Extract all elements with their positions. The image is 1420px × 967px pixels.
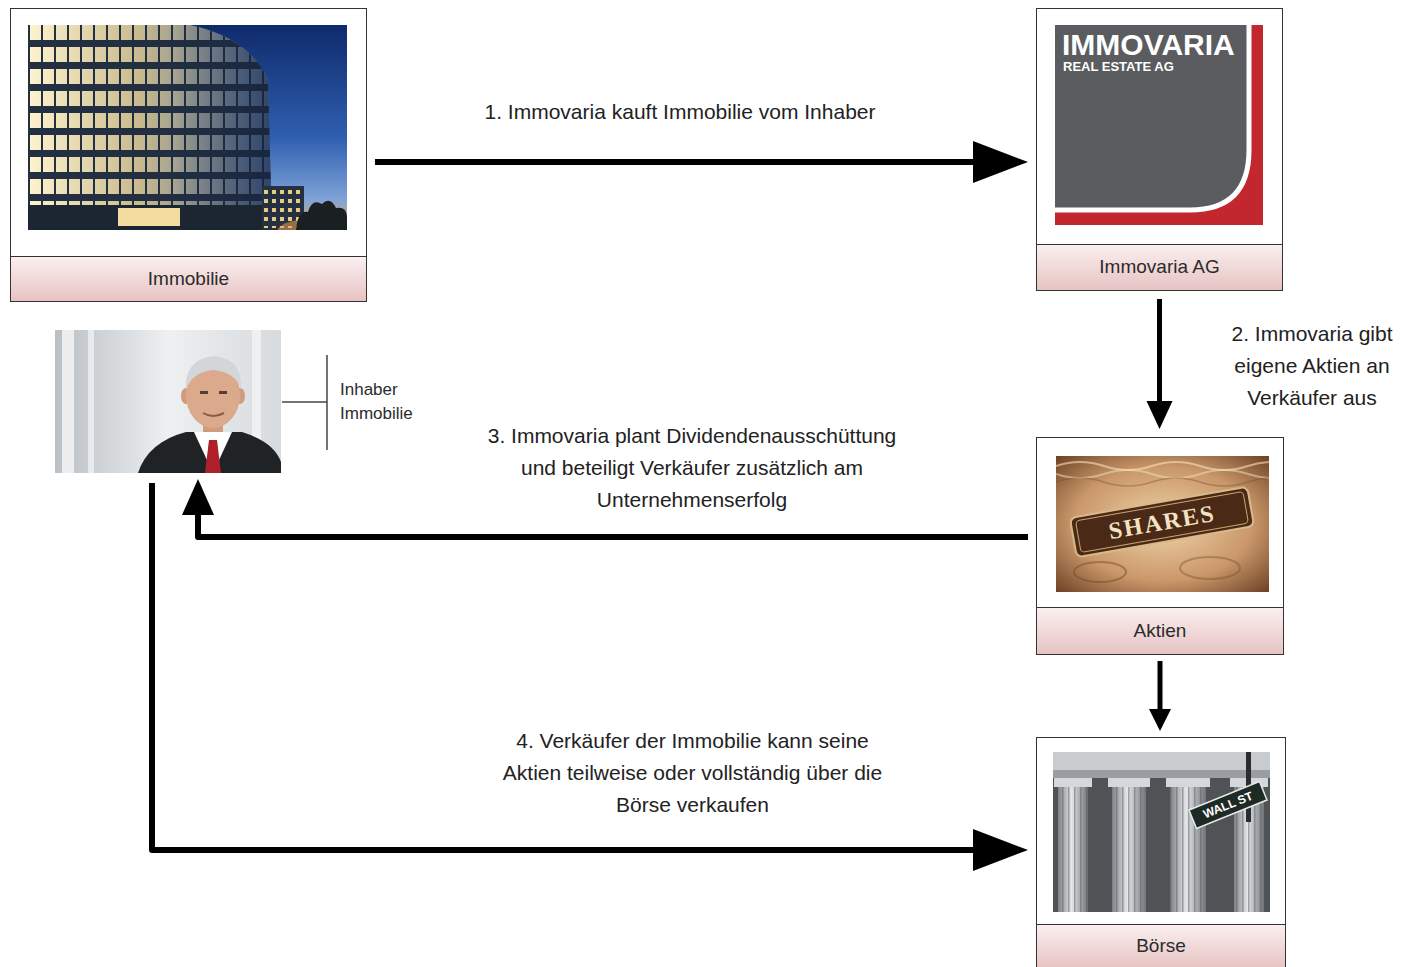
logo-subline: REAL ESTATE AG bbox=[1063, 59, 1213, 75]
street-sign bbox=[1189, 781, 1267, 828]
arrowhead bbox=[973, 141, 1028, 183]
ornament bbox=[1074, 562, 1126, 582]
shadow bbox=[1053, 752, 1270, 912]
person-caption: Inhaber Immobilie bbox=[340, 378, 440, 426]
eye bbox=[200, 391, 208, 394]
flow-arrow bbox=[152, 483, 1028, 871]
connector-line bbox=[1157, 299, 1162, 407]
step-label: 1. Immovaria kauft Immobilie vom Inhaber bbox=[430, 96, 930, 128]
logo-red bbox=[1055, 25, 1263, 225]
certificate-title: SHARES bbox=[1077, 493, 1248, 552]
capital bbox=[1108, 778, 1150, 787]
tie bbox=[205, 440, 221, 473]
label-band: Aktien bbox=[1037, 607, 1283, 654]
mouth bbox=[203, 413, 224, 416]
column-flutes bbox=[1058, 786, 1088, 912]
glass-floors bbox=[28, 25, 272, 230]
step-label: 3. Immovaria plant Dividendenausschüttun… bbox=[477, 420, 907, 516]
guilloche bbox=[1056, 478, 1269, 486]
connector-line bbox=[198, 508, 1028, 537]
building-photo bbox=[28, 25, 347, 230]
photo-background bbox=[55, 330, 281, 473]
flow-arrow bbox=[1147, 299, 1173, 429]
architrave bbox=[1053, 770, 1270, 778]
sign-plate bbox=[1189, 781, 1267, 828]
node-label: Börse bbox=[1136, 935, 1186, 958]
suit bbox=[138, 432, 281, 473]
person-node: Inhaber Immobilie bbox=[55, 330, 281, 473]
sky bbox=[28, 25, 347, 230]
node-label: Immobilie bbox=[148, 268, 229, 291]
arrowhead bbox=[973, 829, 1028, 871]
image-box: Aktien bbox=[1036, 437, 1284, 655]
street-sign-text: WALL ST bbox=[1189, 781, 1267, 828]
window-stripe bbox=[62, 330, 74, 473]
arrowhead bbox=[1147, 401, 1173, 429]
capital bbox=[1166, 778, 1210, 787]
entrance-light bbox=[118, 208, 180, 226]
connector-line bbox=[152, 483, 984, 850]
trees bbox=[296, 201, 347, 230]
eye bbox=[219, 391, 227, 394]
hair bbox=[186, 356, 241, 390]
bracket-line bbox=[282, 401, 327, 403]
node-label: Immovaria AG bbox=[1099, 256, 1219, 279]
banner bbox=[1070, 487, 1254, 558]
stock-exchange-photo bbox=[1053, 752, 1270, 912]
entablature bbox=[1053, 752, 1270, 770]
glass bbox=[28, 25, 272, 230]
step-label: 2. Immovaria gibt eigene Aktien an Verkä… bbox=[1212, 318, 1412, 414]
mullions bbox=[28, 25, 272, 230]
share-certificate-photo bbox=[1056, 456, 1269, 592]
window-stripe bbox=[88, 330, 94, 473]
caption-bracket bbox=[282, 355, 327, 450]
ornament bbox=[1180, 557, 1240, 579]
label-band: Börse bbox=[1037, 924, 1285, 967]
logo-wordmark: IMMOVARIA bbox=[1062, 29, 1252, 61]
facade bbox=[28, 25, 272, 230]
company-logo bbox=[1055, 25, 1263, 225]
column-flutes bbox=[1112, 786, 1146, 912]
facade-shade bbox=[28, 25, 272, 230]
image-box: Börse bbox=[1036, 737, 1286, 967]
connector-line bbox=[375, 159, 984, 165]
guilloche bbox=[1056, 462, 1269, 470]
banner-inner bbox=[1076, 491, 1249, 552]
node-label: Aktien bbox=[1134, 620, 1187, 643]
flow-arrow bbox=[1149, 661, 1171, 731]
label-band: Immovaria AG bbox=[1037, 244, 1282, 290]
bracket-line bbox=[326, 355, 328, 450]
caption-holder: Inhaber Immobilie bbox=[340, 378, 440, 426]
arrowhead bbox=[182, 479, 214, 515]
ground-floor bbox=[28, 205, 272, 230]
shirt bbox=[194, 432, 232, 473]
banner-frame bbox=[1070, 487, 1254, 558]
capital bbox=[1054, 778, 1092, 787]
arrowhead bbox=[1149, 709, 1171, 731]
column bbox=[1112, 786, 1146, 912]
label-band: Immobilie bbox=[11, 256, 366, 301]
step-label: 4. Verkäufer der Immobilie kann seine Ak… bbox=[495, 725, 890, 821]
column bbox=[1058, 786, 1088, 912]
person-photo bbox=[55, 330, 281, 473]
image-box: Immobilie bbox=[10, 8, 367, 302]
flow-arrow bbox=[375, 141, 1028, 183]
guilloche bbox=[1056, 470, 1269, 478]
connector-line bbox=[1158, 661, 1163, 713]
